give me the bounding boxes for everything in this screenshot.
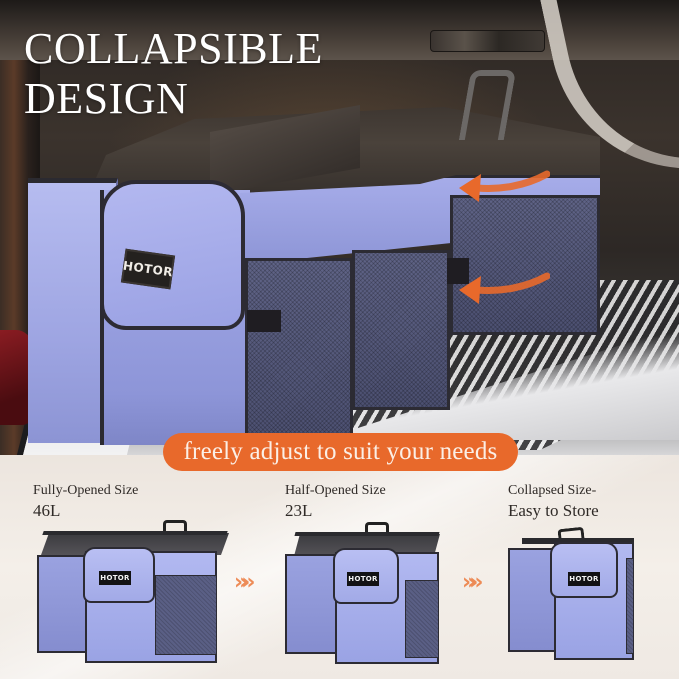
- brand-logo-badge: HOTOR: [347, 572, 379, 586]
- size-value: Easy to Store: [508, 501, 599, 520]
- organizer-handle: [163, 520, 187, 534]
- mesh-pocket: [155, 575, 217, 655]
- hero-trunk-photo: HOTOR COLLAPSIBLE DESIGN: [0, 0, 679, 455]
- arrow-left-icon: [455, 270, 551, 310]
- size-value: 46L: [33, 501, 61, 520]
- feature-banner: freely adjust to suit your needs: [163, 433, 518, 471]
- size-label-text: Collapsed Size-: [508, 483, 597, 498]
- mesh-pocket: [245, 258, 353, 448]
- trunk-ceiling: [0, 0, 679, 60]
- organizer-side-pocket: [508, 548, 556, 652]
- size-label-half-opened: Half-Opened Size 23L: [285, 482, 386, 522]
- mesh-pocket: [450, 195, 600, 335]
- size-label-fully-opened: Fully-Opened Size 46L: [33, 482, 138, 522]
- mesh-pocket: [626, 558, 634, 654]
- organizer-collapsed-image: HOTOR: [508, 526, 638, 668]
- headline: COLLAPSIBLE DESIGN: [24, 24, 323, 124]
- velcro-strap: [447, 258, 469, 284]
- organizer-side-pocket: [285, 554, 337, 654]
- brand-logo-badge: HOTOR: [120, 248, 176, 290]
- arrow-left-icon: [455, 168, 551, 208]
- size-label-collapsed: Collapsed Size- Easy to Store: [508, 482, 599, 522]
- tail-light: [0, 330, 32, 425]
- organizer-rim: [42, 531, 228, 535]
- organizer-side-pocket: [37, 555, 87, 653]
- mesh-pocket: [405, 580, 439, 658]
- organizer-rim: [294, 532, 440, 536]
- organizer-lid-flap: [550, 542, 618, 598]
- size-value: 23L: [285, 501, 313, 520]
- velcro-strap: [247, 310, 281, 332]
- brand-logo-badge: HOTOR: [99, 571, 131, 585]
- organizer-handle: [365, 522, 389, 536]
- headline-line-1: COLLAPSIBLE: [24, 24, 323, 73]
- headline-line-2: DESIGN: [24, 74, 189, 123]
- chevron-right-icon: »»: [234, 570, 256, 595]
- organizer-fully-opened-image: HOTOR: [35, 515, 230, 665]
- trunk-light: [430, 30, 545, 52]
- size-label-text: Half-Opened Size: [285, 483, 386, 498]
- chevron-right-icon: »»: [462, 570, 484, 595]
- organizer-half-opened-image: HOTOR: [285, 520, 445, 670]
- organizer-rim: [522, 538, 634, 544]
- brand-logo-badge: HOTOR: [568, 572, 600, 586]
- size-label-text: Fully-Opened Size: [33, 483, 139, 498]
- mesh-pocket: [352, 250, 450, 410]
